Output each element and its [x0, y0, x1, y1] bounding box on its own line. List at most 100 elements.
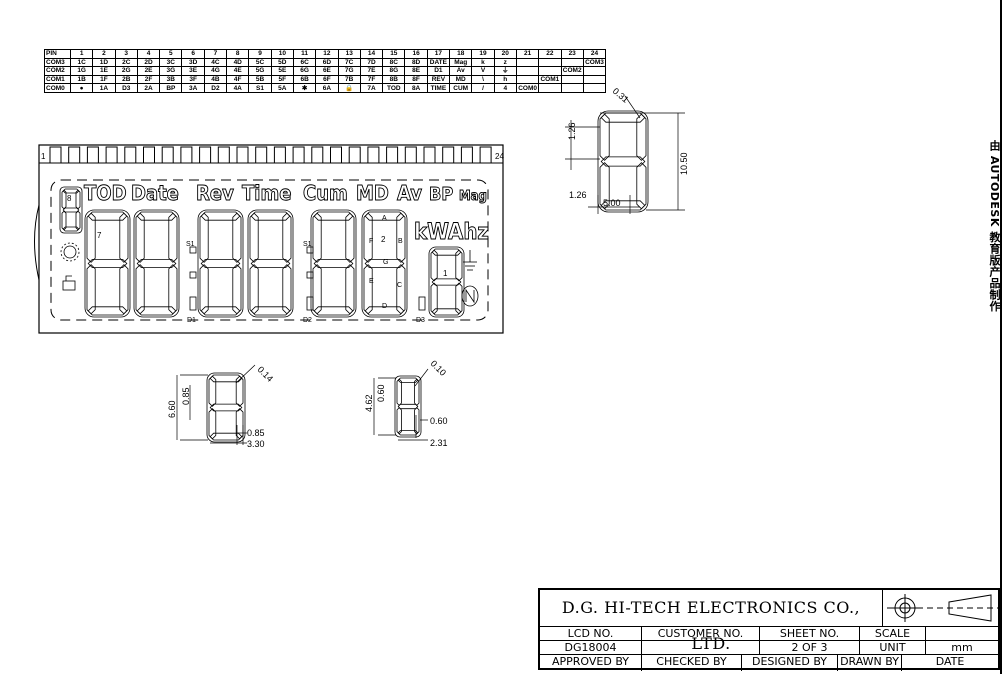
segment-f [199, 212, 209, 263]
digit-label-1: 1 [443, 269, 448, 278]
lcd-pin [442, 146, 455, 164]
dim-small-seg: 0.60 [376, 384, 386, 402]
autodesk-watermark: 由 AUTODESK 教育版产品制作 [988, 140, 1001, 312]
segment-label-a: A [382, 215, 387, 222]
digit-outline [361, 209, 408, 318]
segment-label-f: F [369, 238, 373, 245]
segment-b [396, 212, 406, 263]
dim-medium-seg: 0.85 [181, 387, 191, 405]
segment-g [313, 258, 354, 269]
digit-outline [428, 246, 465, 318]
digit-outline [597, 110, 649, 213]
segment-e [135, 264, 145, 315]
segment-g [364, 258, 405, 269]
lcd-pin [124, 146, 137, 164]
lcd-pin [217, 146, 230, 164]
lcd-pin [330, 146, 342, 164]
segment-f [61, 189, 67, 210]
lcd-pin [404, 146, 417, 164]
colon-dot [306, 246, 314, 254]
segment-label-d: D [382, 303, 387, 310]
company-name: D.G. HI-TECH ELECTRONICS CO., LTD. [540, 590, 883, 653]
segment-c [232, 264, 242, 315]
segment-g [87, 258, 128, 269]
main-digit-1 [84, 209, 131, 318]
lcd-pin [292, 146, 305, 164]
segment-f [249, 212, 259, 263]
segment-g [209, 403, 243, 412]
annunciator-av: Av [397, 181, 422, 205]
segment-g [431, 278, 462, 286]
main-digit-3 [197, 209, 244, 318]
neutral-icon [461, 285, 479, 307]
lcd-no-value: DG18004 [540, 641, 642, 655]
segment-c [455, 282, 463, 315]
lcd-pin [255, 146, 268, 164]
lcd-pin [311, 146, 324, 164]
unit-label: UNIT [860, 641, 926, 655]
main-digit-2 [133, 209, 180, 318]
segment-g [136, 258, 177, 269]
sun-gear-icon [60, 242, 80, 262]
segment-b [75, 189, 81, 210]
segment-g [397, 403, 419, 410]
annunciator-bp: BP [429, 184, 453, 205]
digit-label-7: 7 [97, 231, 102, 240]
lock-icon [62, 275, 76, 291]
segment-label-g: G [383, 259, 388, 266]
segment-g [600, 156, 646, 167]
segment-g [62, 207, 80, 213]
segment-e [396, 407, 402, 435]
pin-table-cell [538, 83, 562, 93]
digit-label-8: 8 [67, 194, 72, 203]
drawing-border [1000, 0, 1002, 674]
digit-outline [310, 209, 357, 318]
lcd-pin [479, 146, 492, 164]
pin-label-last: 24 [495, 152, 504, 161]
pin-table-cell: COM0 [515, 83, 540, 93]
segment-f [312, 212, 322, 263]
segment-e [61, 210, 67, 231]
segment-b [345, 212, 355, 263]
segment-d [62, 226, 80, 232]
dim-medium-corner: 0.14 [256, 364, 275, 383]
digit-outline [84, 209, 131, 318]
lcd-pin [143, 146, 155, 164]
segment-e [312, 264, 322, 315]
lcd-pin [199, 146, 212, 164]
segment-g [200, 258, 241, 269]
scale-label: SCALE [860, 627, 926, 641]
separator-d2: D2 [303, 317, 312, 324]
segment-e [208, 408, 217, 440]
segment-f [363, 212, 373, 263]
customer-no-label: CUSTOMER NO. [642, 627, 760, 641]
lcd-pin [423, 146, 436, 164]
digit-outline [133, 209, 180, 318]
separator-d1: D1 [187, 317, 196, 324]
digit-outline [247, 209, 294, 318]
segment-e [199, 264, 209, 315]
drawn-by-label: DRAWN BY [838, 655, 902, 671]
annunciator-cum: Cum [303, 181, 348, 205]
lcd-pin [273, 146, 286, 164]
segment-label-e: E [369, 278, 374, 285]
annunciator-rev: Rev [196, 181, 234, 205]
segment-c [282, 264, 292, 315]
title-block: D.G. HI-TECH ELECTRONICS CO., LTD. LCD N… [538, 588, 1000, 671]
scale-value [926, 627, 998, 641]
lcd-panel [34, 144, 504, 334]
segment-c [75, 210, 81, 231]
segment-c [235, 408, 244, 440]
small-digit-8 [59, 186, 83, 234]
separator-s1-right: S1 [303, 241, 312, 248]
segment-c [414, 407, 420, 435]
customer-no-value [642, 641, 760, 655]
lcd-pin [49, 146, 62, 164]
dim-large-corner: 0.31 [611, 86, 631, 105]
approved-by-label: APPROVED BY [540, 655, 642, 671]
segment-label-c: C [397, 282, 402, 289]
decimal-point-d3 [418, 296, 426, 311]
segment-f [599, 113, 610, 161]
